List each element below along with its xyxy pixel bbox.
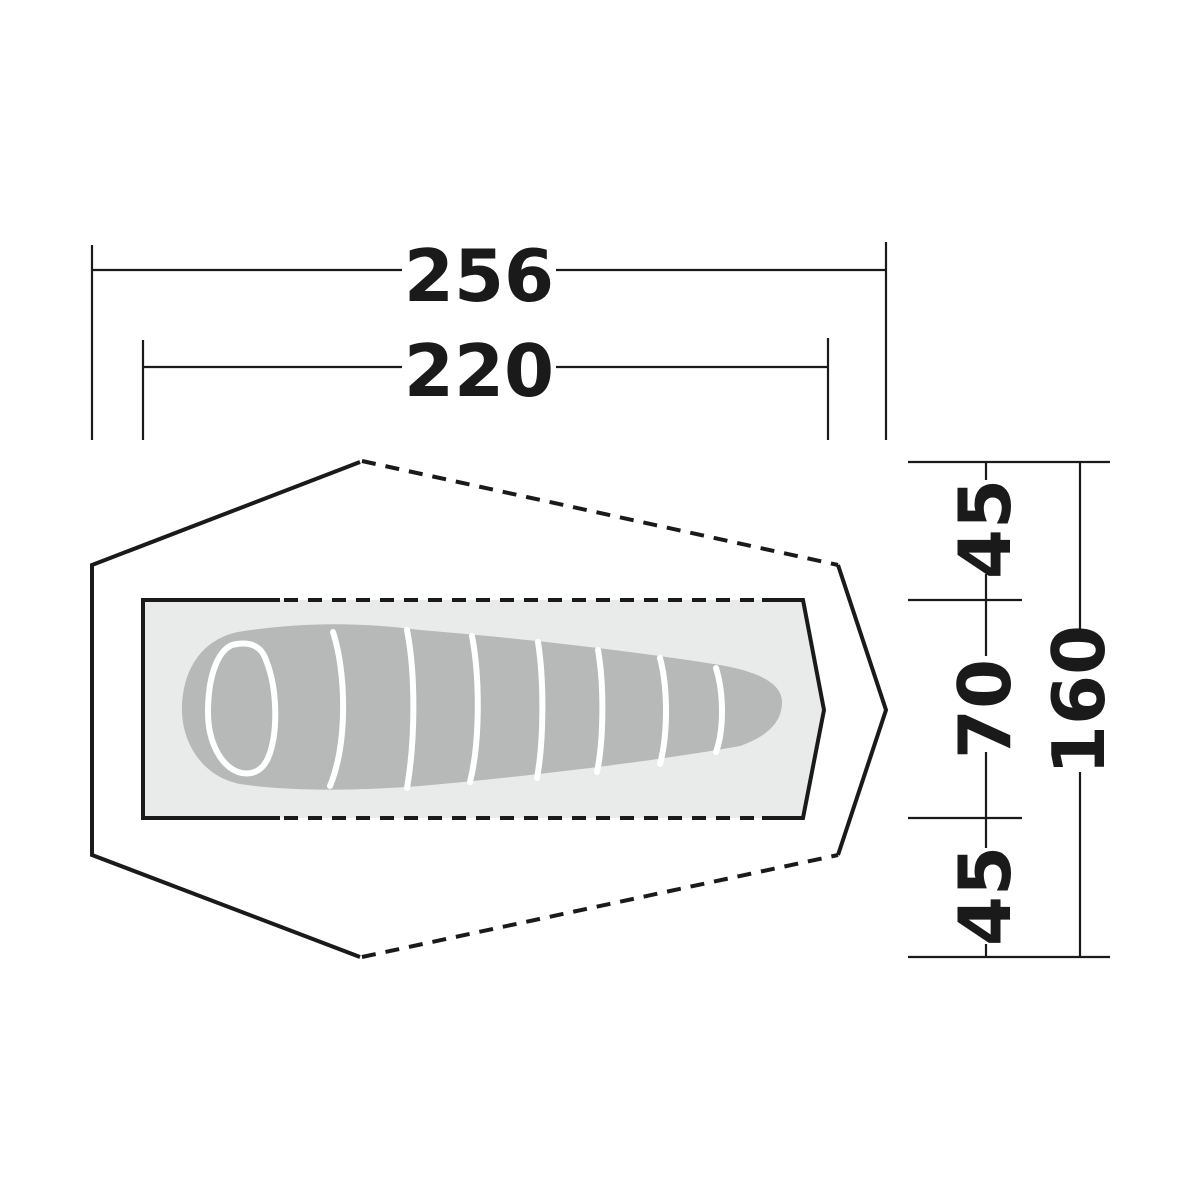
sleeping-bag-seam-6 [657,655,669,767]
outer-tent-solid-nose [836,564,889,856]
outer-tent-outline [90,459,889,959]
total-width-label: 160 [1037,625,1121,775]
outer-length-label: 256 [404,234,554,318]
width-middle-label: 70 [943,659,1027,759]
inner-tent-solid-edge-right [762,598,827,820]
inner-tent-solid-edge-left [141,598,280,820]
outer-tent-dashed-top [361,459,839,567]
outer-length-dimension: 256 [90,234,888,440]
sleeping-bag-seam-1 [327,629,347,789]
outer-tent-dashed-bottom [361,853,839,959]
width-bottom-label: 45 [943,846,1027,946]
sleeping-bag-body [182,624,782,790]
sleeping-bag-seam-3 [467,633,481,785]
sleeping-bag [182,624,782,791]
sleeping-bag-hood-seam [204,640,279,777]
width-dimensions: 45 70 45 160 [908,460,1121,959]
outer-tent-solid-edge [90,460,361,959]
sleeping-bag-seam-7 [713,665,725,755]
sleeping-bag-seam-2 [404,627,417,791]
inner-length-label: 220 [404,329,554,413]
sleeping-bag-seam-5 [594,647,606,775]
sleeping-bag-seam-4 [534,639,546,781]
inner-length-dimension: 220 [141,329,830,440]
width-top-label: 45 [943,479,1027,579]
